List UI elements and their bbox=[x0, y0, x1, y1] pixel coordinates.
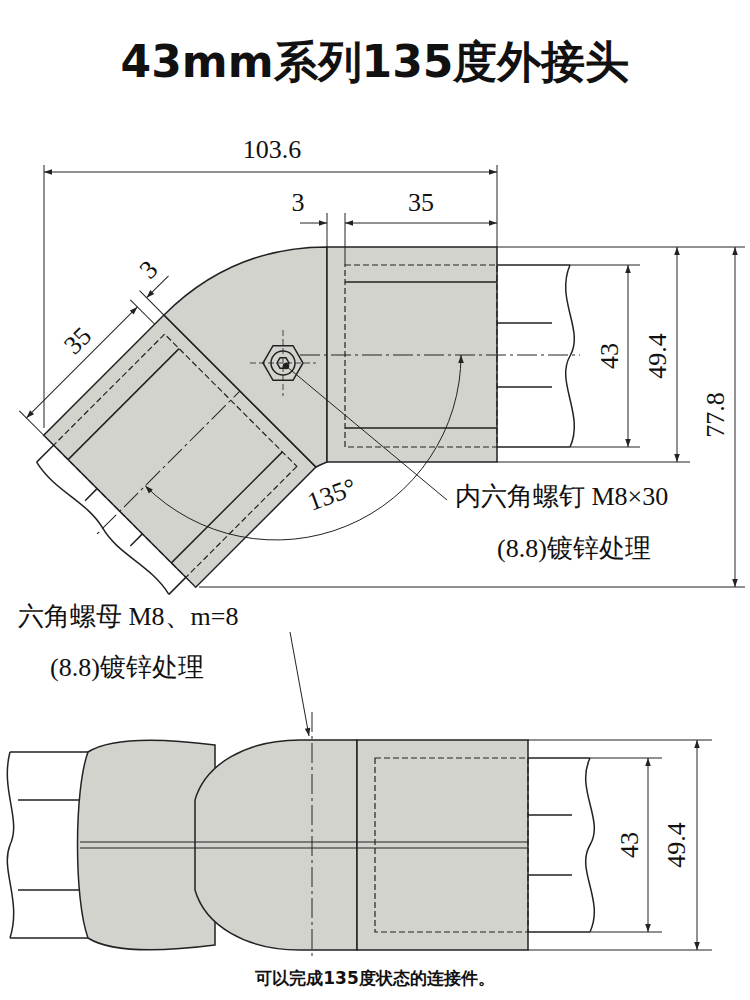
drawing-caption: 可以完成135度状态的连接件。 bbox=[255, 970, 495, 987]
dimension-value: 77.8 bbox=[703, 390, 729, 440]
dimension-value: 49.4 bbox=[645, 331, 671, 381]
dimension-value: 3 bbox=[290, 190, 307, 216]
angle-value: 135° bbox=[302, 474, 361, 517]
dimension-value: 49.4 bbox=[664, 820, 690, 870]
drawing-title: 43mm系列135度外接头 bbox=[121, 40, 630, 84]
dimension-value: 43 bbox=[617, 830, 643, 860]
side-view bbox=[7, 632, 712, 958]
dimension-value: 35 bbox=[58, 321, 98, 361]
part-note: 内六角螺钉 M8×30 bbox=[453, 484, 670, 510]
dimension-value: 103.6 bbox=[241, 137, 304, 163]
dimension-value: 35 bbox=[406, 190, 436, 216]
part-note: (8.8)镀锌处理 bbox=[495, 536, 653, 562]
part-note: 六角螺母 M8、m=8 bbox=[16, 604, 241, 630]
part-note: (8.8)镀锌处理 bbox=[48, 655, 206, 681]
dimension-value: 43 bbox=[597, 341, 623, 371]
dimension-value: 3 bbox=[134, 255, 164, 285]
top-view bbox=[0, 165, 745, 611]
